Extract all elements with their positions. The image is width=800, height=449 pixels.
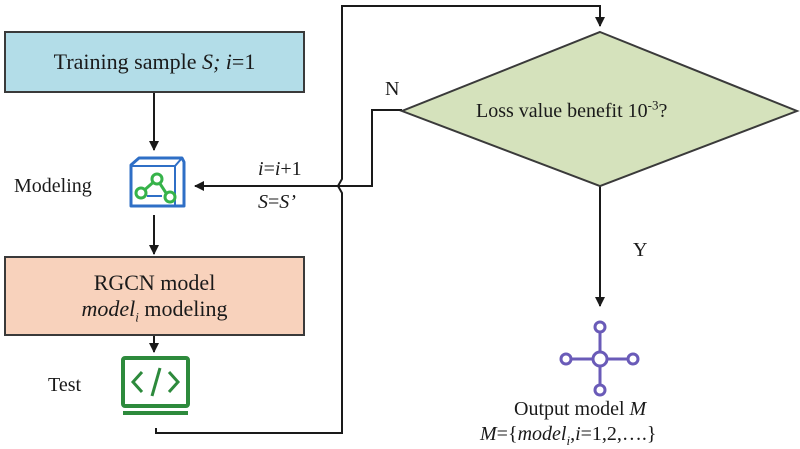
graph-node-icon xyxy=(559,320,640,397)
update-sample-label: S=S’ xyxy=(258,191,296,213)
arrow-no-to-modeling xyxy=(194,109,402,191)
training-var: S; xyxy=(201,49,221,74)
output-set-label: M={modeli,i=1,2,….} xyxy=(480,423,657,448)
test-label: Test xyxy=(48,374,82,396)
rgcn-line1: RGCN model xyxy=(93,270,216,295)
rgcn-model-sub: i xyxy=(135,309,139,325)
decision-text: Loss value benefit 10-3? xyxy=(476,97,668,122)
cube-network-icon xyxy=(129,156,186,208)
rgcn-line2-rest: modeling xyxy=(138,296,228,321)
rgcn-model-var: model xyxy=(81,296,136,321)
modeling-label: Modeling xyxy=(14,175,92,197)
training-sample-box: Training sample S; i=1 xyxy=(4,31,305,93)
training-index: i xyxy=(220,49,232,74)
code-monitor-icon xyxy=(121,356,190,415)
training-text: Training sample xyxy=(53,49,202,74)
decision-diamond xyxy=(399,30,800,188)
training-eq: =1 xyxy=(231,49,256,74)
yes-label: Y xyxy=(633,239,648,261)
output-model-label: Output model M xyxy=(514,398,647,420)
update-index-label: i=i+1 xyxy=(258,158,302,180)
rgcn-model-box: RGCN model modeli modeling xyxy=(4,256,305,336)
no-label: N xyxy=(385,78,400,100)
